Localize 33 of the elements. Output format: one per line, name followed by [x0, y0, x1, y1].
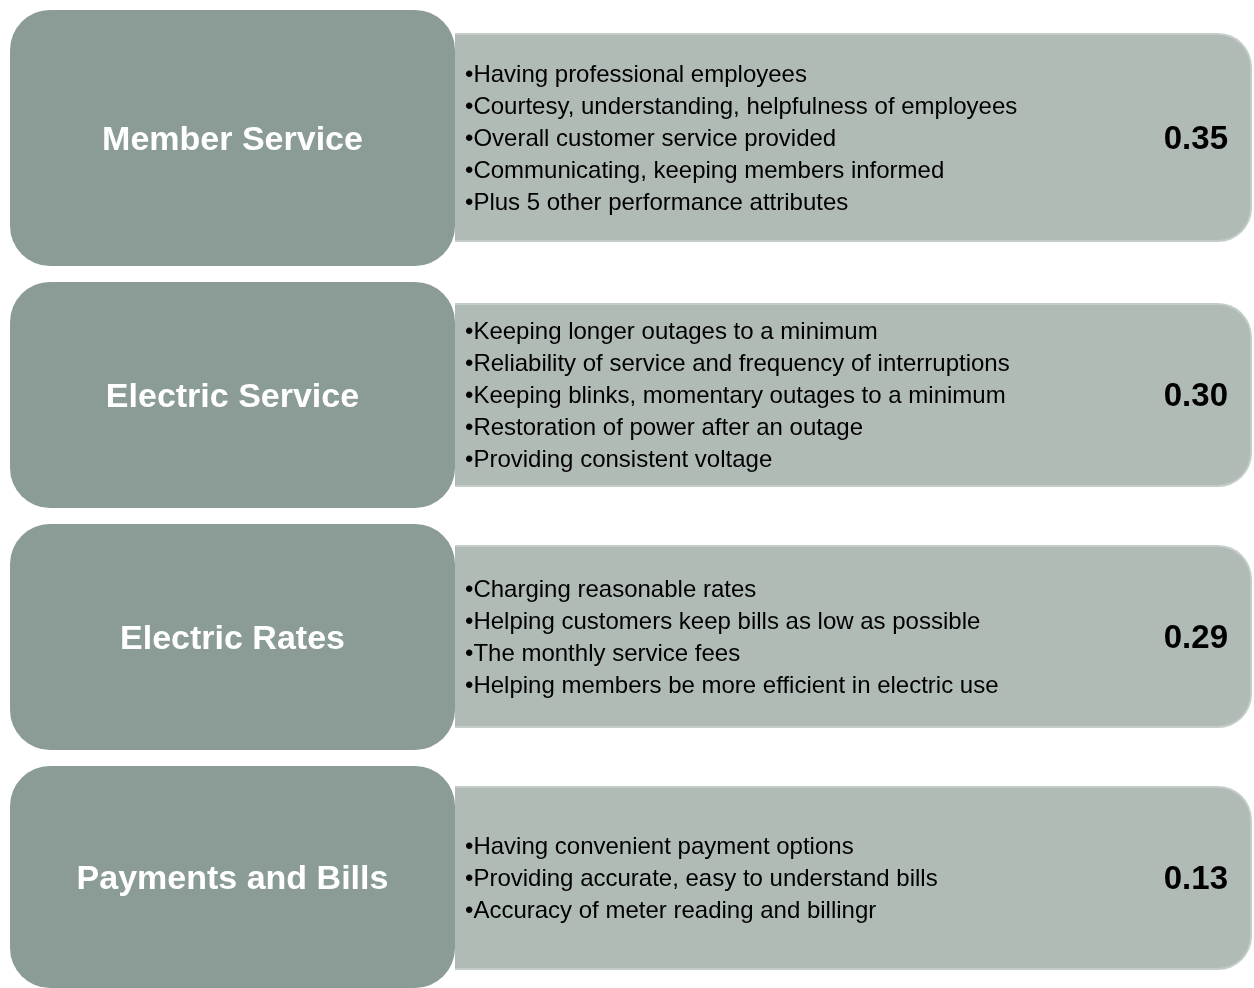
bullet-item: •Plus 5 other performance attributes	[465, 186, 850, 217]
bullet-item: •Having convenient payment options	[465, 831, 855, 861]
weight-value: 0.30	[1163, 376, 1228, 414]
attribute-panel	[455, 786, 1252, 970]
bullet-item: •Accuracy of meter reading and billingr	[465, 895, 878, 925]
bullet-item: •Reliability of service and frequency of interruptions	[465, 348, 1010, 378]
weight-value: 0.13	[1163, 859, 1228, 897]
bullet-item: •Helping customers keep bills as low as possible	[465, 605, 982, 636]
category-box	[10, 282, 455, 508]
category-title: Payments and Bills	[76, 857, 389, 897]
bullet-item: •Restoration of power after an outage	[465, 412, 864, 442]
attribute-panel	[455, 545, 1252, 728]
attribute-panel	[455, 303, 1252, 487]
bullet-item: •Providing accurate, easy to understand bills	[465, 863, 938, 893]
bullet-item: •Communicating, keeping members informed	[465, 154, 946, 185]
category-title: Electric Rates	[120, 617, 345, 657]
attribute-panel	[455, 33, 1252, 242]
bullet-item: •The monthly service fees	[465, 637, 742, 668]
category-title: Electric Service	[105, 375, 360, 415]
weight-value: 0.29	[1163, 617, 1228, 656]
category-box	[10, 766, 455, 988]
bullet-item: •Having professional employees	[465, 58, 808, 89]
category-box	[10, 524, 455, 750]
bullet-item: •Charging reasonable rates	[465, 573, 758, 604]
bullet-item: •Overall customer service provided	[465, 122, 838, 153]
weight-value: 0.35	[1163, 118, 1228, 157]
bullet-item: •Keeping longer outages to a minimum	[465, 316, 879, 346]
category-box	[10, 10, 455, 266]
bullet-item: •Helping members be more efficient in electric use	[465, 669, 999, 700]
bullet-item: •Keeping blinks, momentary outages to a minimum	[465, 380, 1007, 410]
bullet-item: •Providing consistent voltage	[465, 444, 774, 474]
bullet-item: •Courtesy, understanding, helpfulness of employees	[465, 90, 1018, 121]
category-title: Member Service	[102, 118, 363, 158]
